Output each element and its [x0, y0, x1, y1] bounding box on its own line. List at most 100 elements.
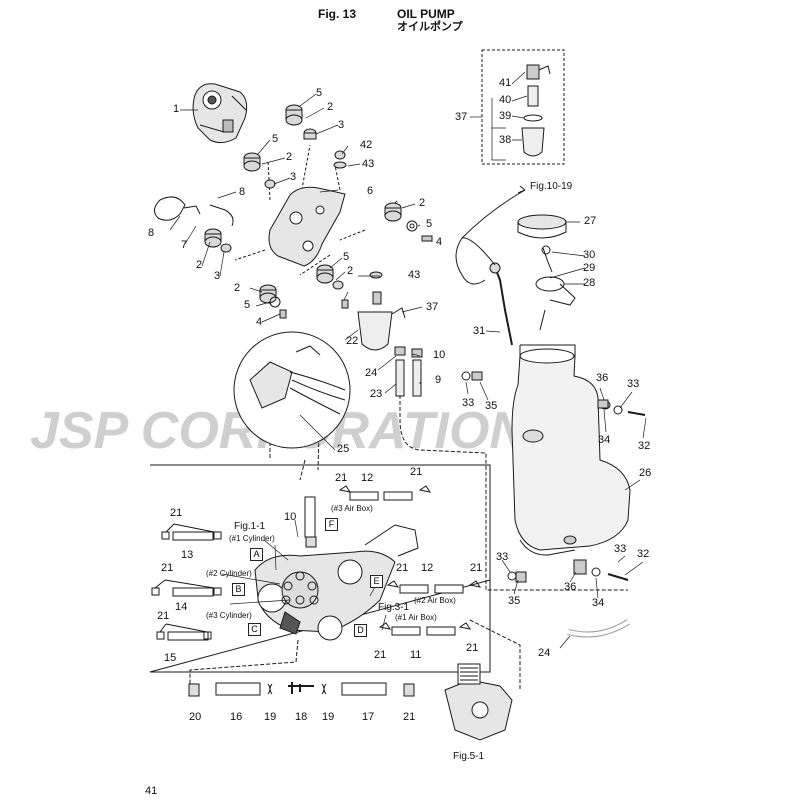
callout: 5 — [316, 87, 323, 99]
callout: 6 — [367, 185, 374, 197]
callout: 1 — [173, 103, 180, 115]
callout: 31 — [473, 325, 486, 337]
callout: 19 — [264, 711, 277, 723]
label-cyl3: (#3 Cylinder) — [206, 611, 252, 620]
callout: 2 — [196, 259, 203, 271]
callout: 30 — [583, 249, 596, 261]
callout: 24 — [538, 647, 551, 659]
ref-box-d: D — [354, 624, 367, 637]
callout: 2 — [234, 282, 241, 294]
callout: 3 — [290, 171, 297, 183]
small-clamps-21 — [151, 485, 482, 640]
callout: 36 — [596, 372, 609, 384]
callout: 21 — [170, 507, 183, 519]
routing-dash-1 — [399, 395, 628, 591]
pump-bracket — [268, 186, 346, 267]
callout: 24 — [365, 367, 378, 379]
callout: 8 — [239, 186, 246, 198]
callout: 2 — [347, 265, 354, 277]
callout: 32 — [638, 440, 651, 452]
label-air3: (#3 Air Box) — [331, 504, 373, 513]
callout: 21 — [410, 466, 423, 478]
ref-fig3-1: Fig.3-1 — [378, 602, 410, 613]
callout: 12 — [361, 472, 374, 484]
callout: 3 — [214, 270, 221, 282]
callout: 41 — [499, 77, 512, 89]
ref-box-e: E — [370, 575, 383, 588]
callout: 10 — [284, 511, 297, 523]
inset-hoses — [167, 491, 464, 641]
callout: 3 — [338, 119, 345, 131]
callout: 26 — [639, 467, 652, 479]
callout: 14 — [175, 601, 188, 613]
callout: 29 — [583, 262, 596, 274]
engine-block-inset — [254, 524, 419, 641]
callout: 8 — [148, 227, 155, 239]
callout: 18 — [295, 711, 308, 723]
rubber-mounts — [204, 104, 402, 304]
callout: 36 — [564, 581, 577, 593]
callout: 20 — [189, 711, 202, 723]
callout: 37 — [455, 111, 468, 123]
callout: 2 — [419, 197, 426, 209]
detail-circle-25 — [233, 331, 351, 449]
callout: 33 — [614, 543, 627, 555]
oil-filter-37 — [357, 291, 406, 351]
callout: 21 — [157, 610, 170, 622]
ref-box-b: B — [232, 583, 245, 596]
callout: 43 — [362, 158, 375, 170]
oil-pump-body — [192, 83, 248, 144]
callout: 28 — [583, 277, 596, 289]
callout: 11 — [410, 649, 422, 661]
callout: 23 — [370, 388, 383, 400]
pipes-9-23 — [394, 346, 423, 397]
callout: 12 — [421, 562, 434, 574]
callout: 34 — [598, 434, 611, 446]
callout: 5 — [272, 133, 279, 145]
bottom-row-parts — [188, 496, 415, 697]
callout: 4 — [436, 236, 443, 248]
label-air1: (#1 Air Box) — [395, 613, 437, 622]
leader-lines — [169, 71, 647, 649]
callout: 5 — [244, 299, 251, 311]
callout: 27 — [584, 215, 597, 227]
ref-box-c: C — [248, 623, 261, 636]
callout: 7 — [181, 239, 188, 251]
callout: 17 — [362, 711, 375, 723]
callout: 2 — [327, 101, 334, 113]
callout: 33 — [496, 551, 509, 563]
label-cyl1: (#1 Cylinder) — [229, 534, 275, 543]
detail-box-37 — [481, 49, 565, 165]
callout: 33 — [627, 378, 640, 390]
callout: 42 — [360, 139, 373, 151]
callout: 33 — [462, 397, 475, 409]
ref-box-f: F — [325, 518, 338, 531]
callout: 9 — [435, 374, 442, 386]
callout: 40 — [499, 94, 512, 106]
callout: 21 — [403, 711, 416, 723]
callout: 21 — [374, 649, 387, 661]
callout: 16 — [230, 711, 243, 723]
callout: 32 — [637, 548, 650, 560]
callout: 35 — [508, 595, 521, 607]
oil-tank — [511, 344, 631, 556]
ref-fig10-19: Fig.10-19 — [530, 181, 573, 192]
callout: 2 — [286, 151, 293, 163]
page-title-japanese: オイルポンプ — [397, 21, 463, 33]
callout: 19 — [322, 711, 335, 723]
callout: 38 — [499, 134, 512, 146]
callout: 43 — [408, 269, 421, 281]
callout: 25 — [337, 443, 350, 455]
callout: 10 — [433, 349, 446, 361]
callout: 35 — [485, 400, 498, 412]
fig5-1-gearcase — [444, 663, 513, 741]
oil-tank-cap — [517, 214, 576, 331]
callout: 5 — [426, 218, 433, 230]
oil-filter-detail — [521, 64, 551, 157]
figure-number: Fig. 13 — [318, 7, 357, 21]
ref-box-a: A — [250, 548, 263, 561]
label-cyl2: (#2 Cylinder) — [206, 569, 252, 578]
label-air2: (#2 Air Box) — [414, 596, 456, 605]
